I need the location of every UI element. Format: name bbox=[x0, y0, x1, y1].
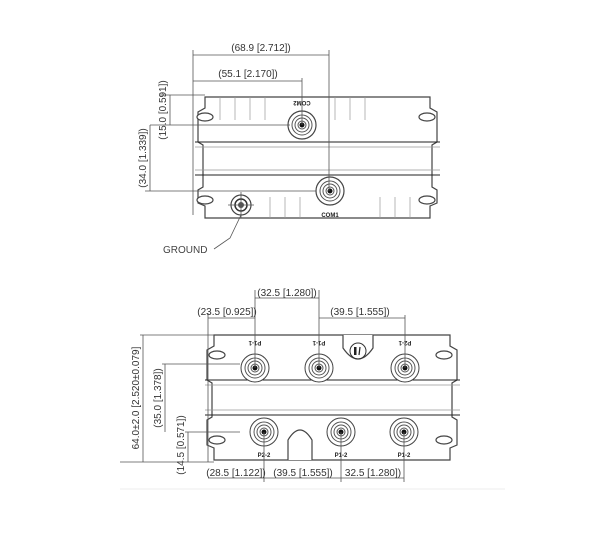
ground-stud bbox=[228, 192, 254, 218]
dim-bottom-left-offset: (28.5 [1.122]) bbox=[206, 468, 265, 479]
dim-top-left-offset: (23.5 [0.925]) bbox=[197, 307, 256, 318]
mount-tab bbox=[418, 195, 436, 205]
dim-bottom-mid-pitch: (39.5 [1.555]) bbox=[273, 468, 332, 479]
dim-com2-offset: (55.1 [2.170]) bbox=[218, 69, 277, 80]
ground-leader bbox=[213, 214, 242, 250]
dim-bottom-right-pitch: 32.5 [1.280]) bbox=[345, 468, 401, 479]
dim-bottom-row-height: (14.5 [0.571]) bbox=[176, 415, 187, 474]
dim-overall-width: (68.9 [2.712]) bbox=[231, 43, 290, 54]
mount-tab bbox=[196, 112, 214, 122]
mount-tab bbox=[418, 112, 436, 122]
dim-overall-height: 64.0±2.0 [2.520±0.079] bbox=[131, 346, 142, 449]
top-housing bbox=[197, 96, 438, 219]
dim-top-right-pitch: (39.5 [1.555]) bbox=[330, 307, 389, 318]
dim-top-pitch-center: (32.5 [1.280]) bbox=[257, 288, 316, 299]
ground-label: GROUND bbox=[163, 245, 207, 256]
dim-com1-height: (34.0 [1.339]) bbox=[138, 128, 149, 187]
dim-top-row-height: (35.0 [1.378]) bbox=[153, 368, 164, 427]
mount-tab bbox=[196, 195, 214, 205]
top-view: COM2 COM1 GROUND (68.9 [2.712]) (55.1 [2… bbox=[138, 43, 440, 256]
com1-connector bbox=[315, 176, 345, 206]
com1-label: COM1 bbox=[321, 213, 339, 219]
key-symbol-icon bbox=[349, 342, 367, 360]
top-fins bbox=[219, 97, 411, 218]
dim-com2-height: (15.0 [0.591]) bbox=[158, 80, 169, 139]
